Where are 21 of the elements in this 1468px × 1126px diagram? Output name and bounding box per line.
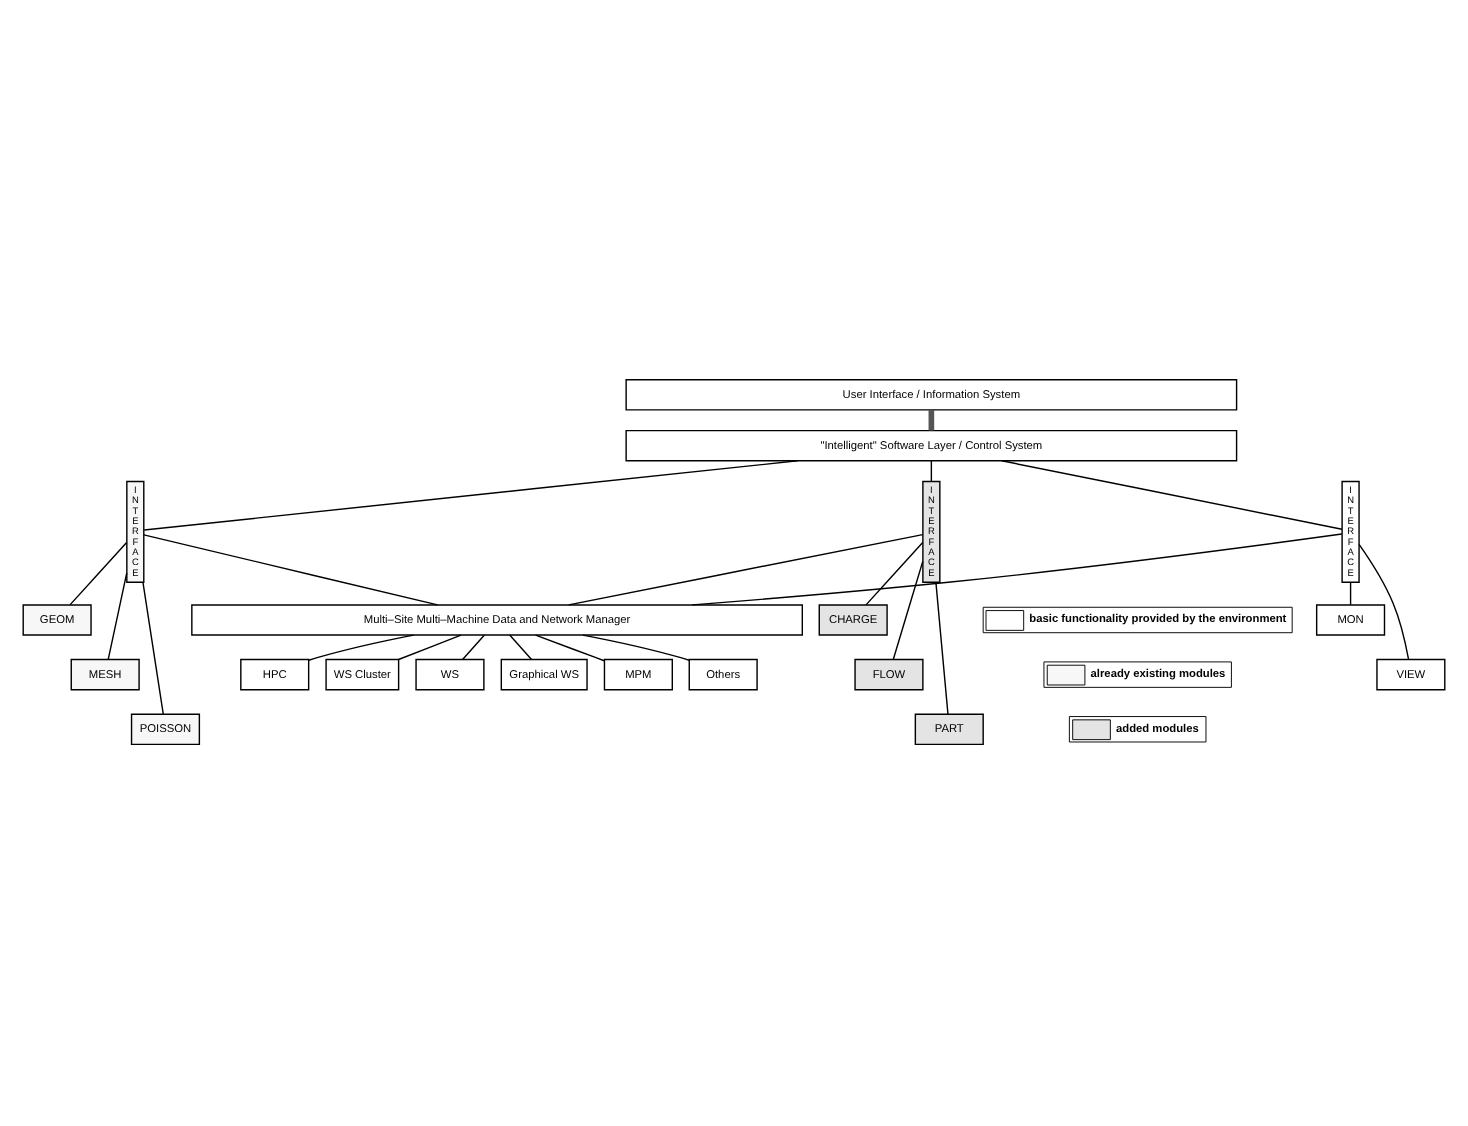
connector bbox=[930, 460, 933, 483]
connector bbox=[1358, 543, 1410, 661]
connector bbox=[582, 634, 690, 661]
connector bbox=[534, 634, 605, 662]
connector bbox=[143, 534, 439, 606]
connector bbox=[568, 533, 924, 606]
connector bbox=[142, 581, 164, 715]
connector bbox=[691, 533, 1343, 606]
connector bbox=[107, 572, 128, 661]
connector bbox=[928, 409, 935, 431]
connector bbox=[1349, 581, 1352, 606]
connector bbox=[935, 581, 949, 715]
connector bbox=[461, 634, 486, 661]
connector bbox=[69, 541, 128, 606]
connector bbox=[865, 541, 924, 606]
connector bbox=[308, 634, 415, 661]
connector bbox=[1001, 460, 1343, 530]
connector bbox=[143, 460, 799, 531]
connector bbox=[509, 634, 533, 661]
connector bbox=[892, 560, 924, 661]
connector bbox=[397, 634, 462, 661]
